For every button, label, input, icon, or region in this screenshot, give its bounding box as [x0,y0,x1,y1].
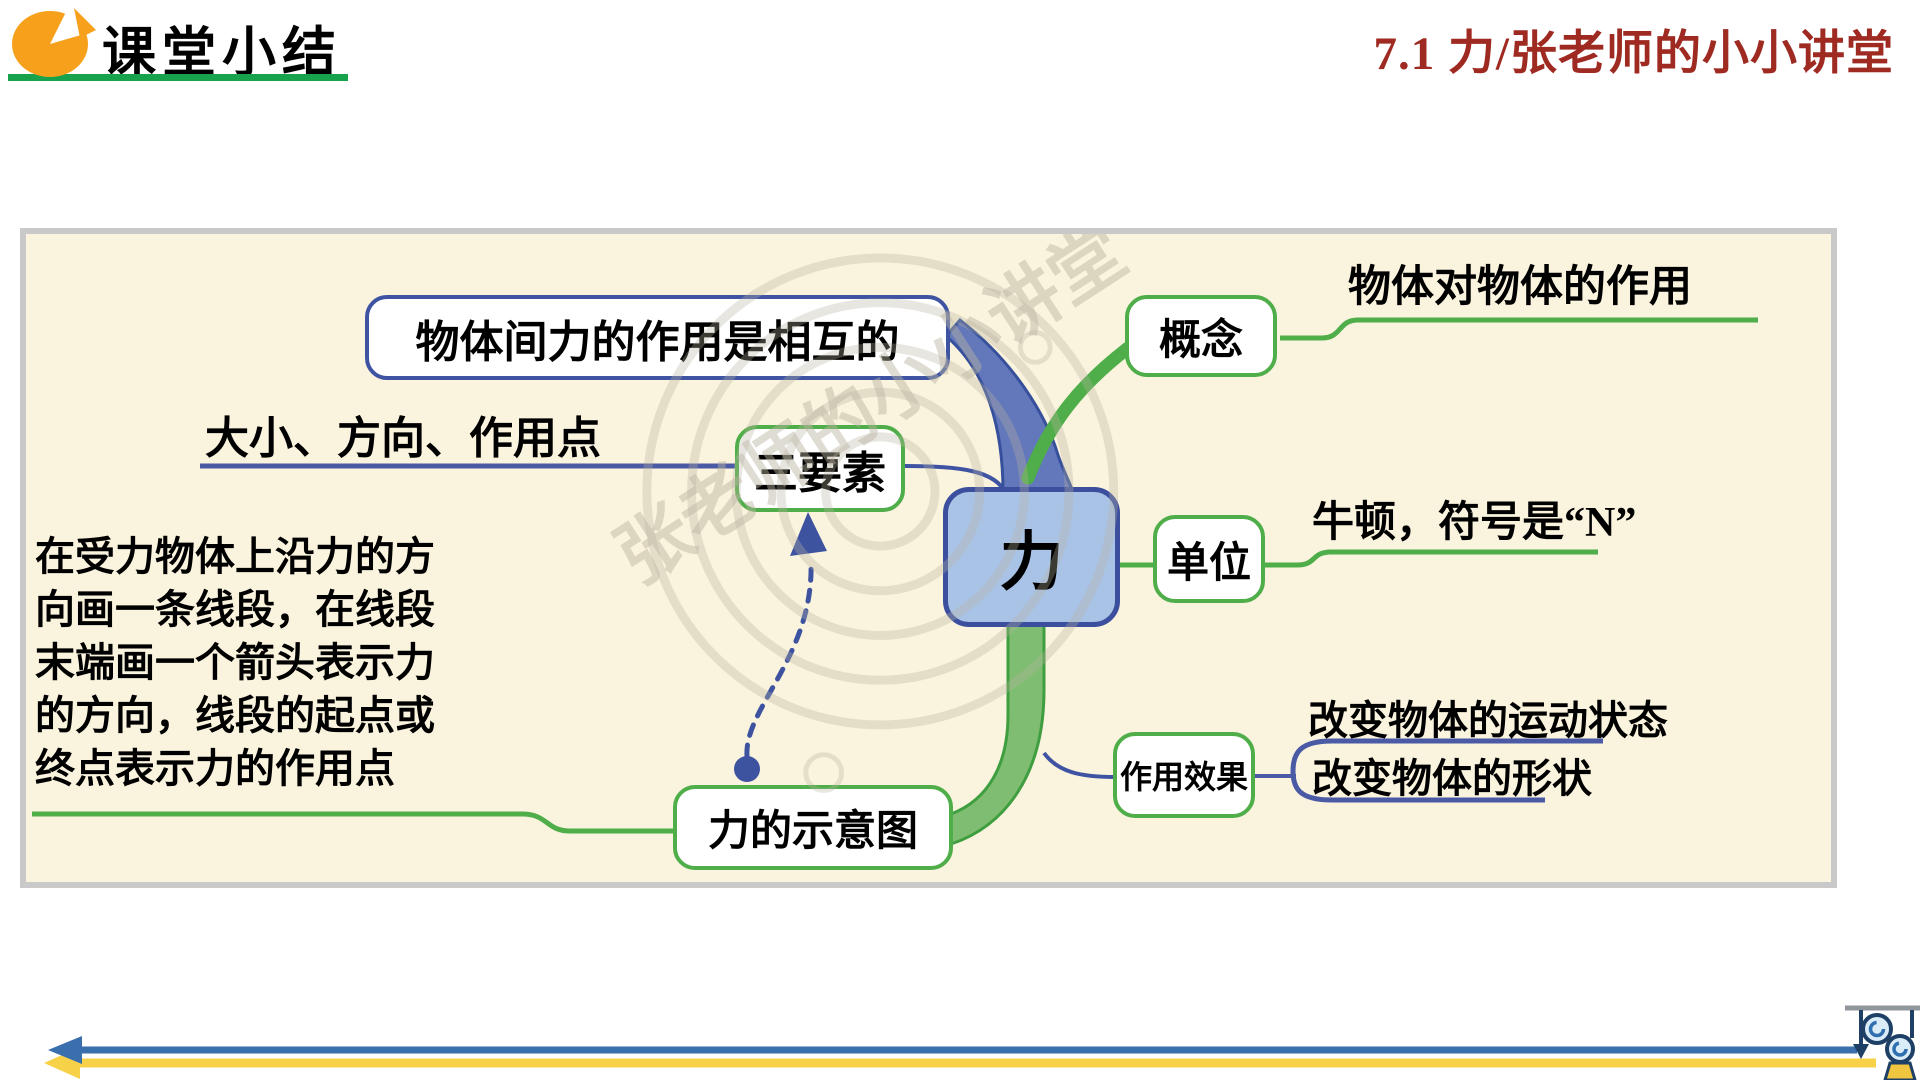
node-concept-label: 概念 [1158,317,1243,364]
pulley-icon [1845,1005,1920,1080]
lesson-subtitle: 7.1 力/张老师的小小讲堂 [1373,28,1894,80]
diagram-detail-text: 在受力物体上沿力的方 向画一条线段，在线段 末端画一个箭头表示力 的方向，线段的… [35,534,435,791]
node-unit: 单位 [1153,515,1265,603]
concept-detail-text: 物体对物体的作用 [1348,264,1692,311]
effect-detail-1-text: 改变物体的运动状态 [1308,698,1668,743]
node-diagram-label: 力的示意图 [707,809,918,855]
three-elements-detail-text: 大小、方向、作用点 [205,414,601,463]
footer-blue-arrow [48,1036,1857,1064]
effect-detail-2-text: 改变物体的形状 [1312,756,1592,801]
node-three-elements: 三要素 [735,425,905,512]
footer-yellow-arrow [44,1047,1876,1079]
node-center-force: 力 [943,487,1120,627]
title-underline [8,74,348,81]
node-center-label: 力 [999,527,1064,598]
page-title: 课堂小结 [102,21,342,84]
node-mutual-label: 物体间力的作用是相互的 [415,317,900,367]
node-effect-label: 作用效果 [1119,759,1248,795]
node-diagram: 力的示意图 [673,785,953,870]
node-effect: 作用效果 [1113,732,1255,818]
node-mutual: 物体间力的作用是相互的 [365,295,950,380]
node-three-elements-label: 三要素 [754,448,886,498]
node-unit-label: 单位 [1166,540,1251,587]
node-concept: 概念 [1125,295,1277,377]
unit-detail-text: 牛顿，符号是“N” [1312,500,1637,546]
